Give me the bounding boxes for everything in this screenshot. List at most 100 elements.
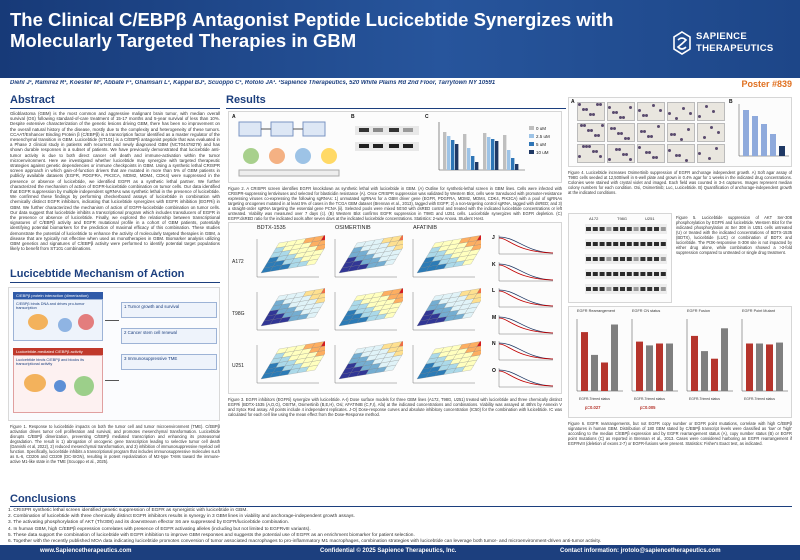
colony	[582, 145, 585, 148]
blot-band	[660, 242, 666, 246]
colony-image	[607, 102, 635, 121]
colony	[612, 111, 615, 114]
fig4-colony-images	[577, 102, 727, 164]
surface-cell	[395, 292, 403, 299]
conclusion-item: 5. These data support the combination of…	[8, 532, 415, 538]
colony	[608, 106, 611, 109]
colony	[708, 157, 711, 160]
poster-number: Poster #839	[741, 79, 792, 89]
fig6-p-value: p=0.005	[640, 405, 656, 410]
blot-band	[626, 257, 632, 261]
surface-cell	[395, 345, 403, 352]
company-logo: SAPIENCE THERAPEUTICS	[672, 27, 792, 59]
blot-band	[633, 227, 639, 231]
curve	[498, 263, 554, 280]
blot-band	[599, 242, 605, 246]
bar	[475, 162, 479, 170]
colony-image	[607, 123, 635, 142]
blot-band	[599, 287, 605, 291]
panel-label: K	[492, 262, 496, 268]
colony	[599, 155, 602, 158]
bar	[711, 358, 718, 391]
figure-5: A172 T98G U251	[568, 213, 672, 303]
colony	[597, 134, 600, 137]
panel-label: O	[492, 368, 496, 374]
blot-band	[626, 287, 632, 291]
colony	[615, 111, 618, 114]
blot-band	[620, 257, 625, 261]
footer-contact-email[interactable]: Contact information: jrotolo@sapiencethe…	[560, 548, 721, 554]
dose-response-plot: J	[492, 235, 554, 255]
colony	[717, 131, 720, 134]
colony	[613, 127, 616, 130]
blot-band	[654, 227, 659, 231]
colony	[620, 132, 623, 135]
colony	[615, 148, 618, 151]
surface-cell	[314, 297, 325, 304]
surface-cell	[392, 350, 403, 357]
colony-image	[607, 144, 635, 163]
colony	[642, 114, 645, 117]
mechanism-heading: Lucicebtide Mechanism of Action	[10, 268, 185, 280]
dna-icon	[58, 318, 72, 332]
colony	[585, 145, 588, 148]
poster-header: The Clinical C/EBPβ Antagonist Peptide L…	[0, 0, 800, 78]
bar	[467, 148, 471, 170]
curve	[498, 289, 554, 307]
colony	[608, 158, 611, 161]
colony	[592, 113, 595, 116]
colony	[645, 114, 648, 117]
colony	[675, 154, 678, 157]
colony-image	[667, 144, 695, 163]
blot-band	[640, 257, 646, 261]
bar	[515, 164, 519, 170]
bar	[721, 328, 728, 391]
colony	[689, 112, 692, 115]
results-heading: Results	[226, 94, 266, 106]
conclusion-item: 4. In human GBM, high C/EBPβ expression …	[8, 526, 311, 532]
mech-box1-title: C/EBPβ protein interaction (dimerization…	[13, 292, 103, 299]
curve	[498, 316, 554, 333]
fig2-panel-b-label: B	[351, 114, 355, 120]
blot-band	[586, 272, 591, 276]
blot-band	[613, 287, 619, 291]
colony	[627, 137, 630, 140]
figure-4: A B	[568, 97, 792, 167]
footer-website-link[interactable]: www.Sapiencetherapeutics.com	[40, 548, 132, 554]
panel-label: J	[492, 235, 495, 241]
fig6-chart-plot	[631, 319, 678, 392]
colony	[640, 130, 643, 133]
bar	[471, 156, 475, 170]
fig6-p-value: p=0.027	[585, 405, 601, 410]
fig3-surface-grid	[251, 233, 487, 393]
blot-band	[613, 227, 619, 231]
blot-band	[654, 242, 659, 246]
colony	[595, 150, 598, 153]
bar	[756, 343, 763, 391]
surface-cell	[314, 350, 325, 357]
surface-cell	[398, 341, 403, 347]
colony-image	[577, 102, 605, 121]
conclusion-item: 6. Together with the recently published …	[8, 539, 602, 545]
fig2-panel-c-label: C	[425, 114, 429, 120]
surface-cell	[470, 297, 481, 304]
mech-box1-text: C/EBPβ binds DNA and drives pro-tumor tr…	[16, 302, 85, 311]
fig6-x-label: EGFR-Trimed status	[744, 397, 775, 401]
colony-image	[697, 123, 725, 142]
abstract-text: Glioblastoma (GBM) is the most common an…	[10, 111, 220, 252]
fig6-chart-plot	[576, 319, 623, 392]
surface-cell	[473, 292, 481, 299]
dose-response-plot: M	[492, 314, 554, 334]
blot-band	[606, 227, 612, 231]
blot-band	[633, 272, 639, 276]
colony	[629, 158, 632, 161]
conclusion-item: 3. The activating phosphorylation of AKT…	[8, 520, 290, 526]
blot-band	[640, 287, 646, 291]
blot-band	[599, 227, 605, 231]
colony	[629, 106, 632, 109]
logo-text-line2: THERAPEUTICS	[696, 43, 774, 54]
